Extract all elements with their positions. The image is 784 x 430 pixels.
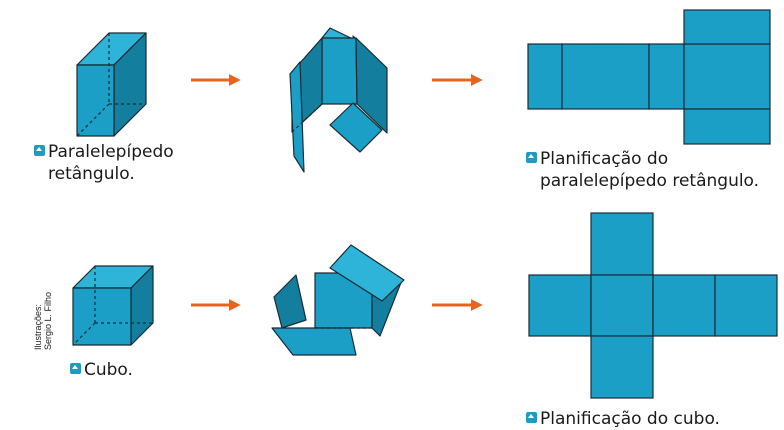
caption-marker-icon bbox=[34, 145, 45, 156]
box-solid bbox=[76, 32, 147, 137]
cube-unfolding bbox=[271, 244, 405, 356]
illustration-credit: Ilustrações: Sergio L. Filho bbox=[33, 260, 53, 350]
box-caption-line2: retângulo. bbox=[48, 164, 135, 184]
cube-net-caption-text: Planificação do cubo. bbox=[540, 409, 720, 429]
box-caption-line1: Paralelepípedo bbox=[48, 142, 174, 162]
cube-net bbox=[528, 212, 778, 399]
box-net-caption-line1: Planificação do bbox=[540, 149, 669, 169]
box-net bbox=[527, 9, 771, 145]
cube-caption-text: Cubo. bbox=[84, 360, 133, 380]
caption-marker-icon bbox=[526, 412, 537, 423]
box-net-caption-line2: paralelepípedo retângulo. bbox=[540, 171, 760, 191]
credit-line1: Ilustrações: bbox=[33, 303, 43, 350]
caption-marker-icon bbox=[70, 363, 81, 374]
box-net-caption: Planificação do paralelepípedo retângulo… bbox=[526, 148, 759, 192]
box-unfolding bbox=[289, 27, 388, 173]
cube-caption: Cubo. bbox=[70, 359, 133, 381]
cube-solid bbox=[72, 265, 154, 346]
credit-line2: Sergio L. Filho bbox=[43, 291, 53, 350]
cube-net-caption: Planificação do cubo. bbox=[526, 408, 720, 430]
box-caption: Paralelepípedo retângulo. bbox=[34, 141, 174, 185]
caption-marker-icon bbox=[526, 152, 537, 163]
